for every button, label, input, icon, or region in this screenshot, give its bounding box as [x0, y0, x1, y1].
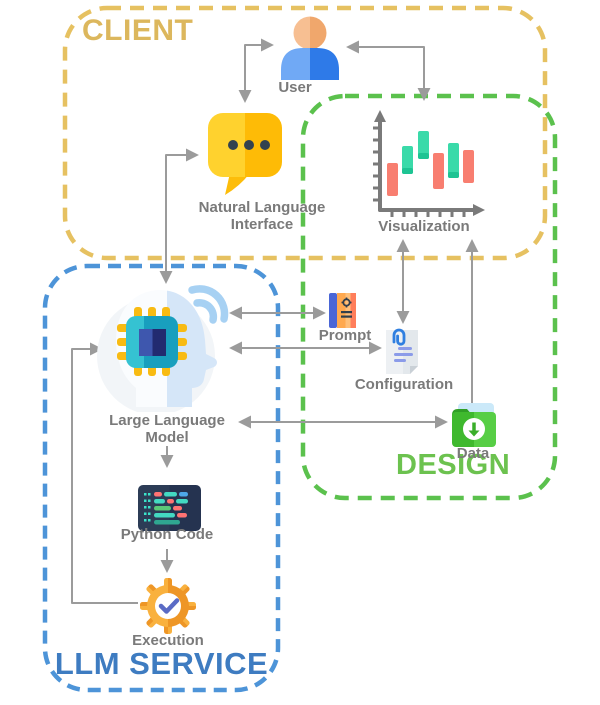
chart-bars	[387, 131, 474, 196]
chart-axes	[378, 117, 476, 212]
book-spine	[329, 293, 337, 328]
prompt-label: Prompt	[318, 327, 372, 344]
paperclip	[392, 328, 406, 346]
gear-check-icon	[140, 578, 196, 634]
book-gear-glyph	[341, 297, 352, 308]
code-editor-icon	[138, 485, 201, 531]
book-gear-icon	[329, 293, 356, 328]
x-axis-arrow	[473, 204, 485, 216]
execution-label: Execution	[132, 632, 204, 649]
llm-service-group-label: LLM SERVICE	[54, 646, 269, 681]
nli-label: Natural Language Interface	[198, 199, 326, 234]
ai-head-chip-icon	[97, 285, 229, 412]
document-lines	[394, 347, 413, 362]
person-head	[293, 16, 327, 50]
client-group-box	[62, 5, 548, 261]
signal-waves-icon	[188, 285, 229, 324]
connector-user-nli	[238, 38, 274, 103]
design-group-box	[300, 93, 558, 501]
chat-bubble-icon	[208, 113, 282, 195]
candlestick-chart-icon	[373, 110, 485, 217]
check-icon	[158, 598, 180, 614]
code-lines	[154, 492, 188, 525]
person-body	[281, 48, 339, 80]
connector-nli-llm	[159, 148, 199, 284]
user-label: User	[278, 79, 312, 96]
book-line	[341, 311, 352, 314]
person-icon	[281, 16, 339, 80]
y-axis-arrow	[374, 110, 386, 122]
chat-dot	[244, 140, 254, 150]
document-paperclip-icon	[386, 328, 418, 374]
connector-user-visualization	[346, 40, 431, 101]
llm-node-label: Large Language Model	[109, 412, 225, 447]
download-folder-icon	[452, 403, 496, 447]
book-line	[341, 315, 352, 318]
document-shade	[403, 330, 418, 374]
connector-execution-llm-loop	[71, 342, 138, 604]
chat-dot	[260, 140, 270, 150]
visualization-label: Visualization	[378, 218, 470, 235]
configuration-label: Configuration	[354, 376, 454, 393]
gear-center	[155, 593, 181, 619]
chat-bubble-tail	[225, 173, 250, 195]
line-numbers	[144, 493, 151, 522]
chip-core	[139, 329, 166, 356]
client-group-label: CLIENT	[82, 14, 194, 47]
download-arrow	[468, 422, 480, 437]
python-code-label: Python Code	[120, 526, 214, 543]
design-group-label: DESIGN	[396, 449, 511, 481]
chat-dot	[228, 140, 238, 150]
data-label: Data	[456, 445, 490, 462]
document-fold	[410, 366, 418, 374]
